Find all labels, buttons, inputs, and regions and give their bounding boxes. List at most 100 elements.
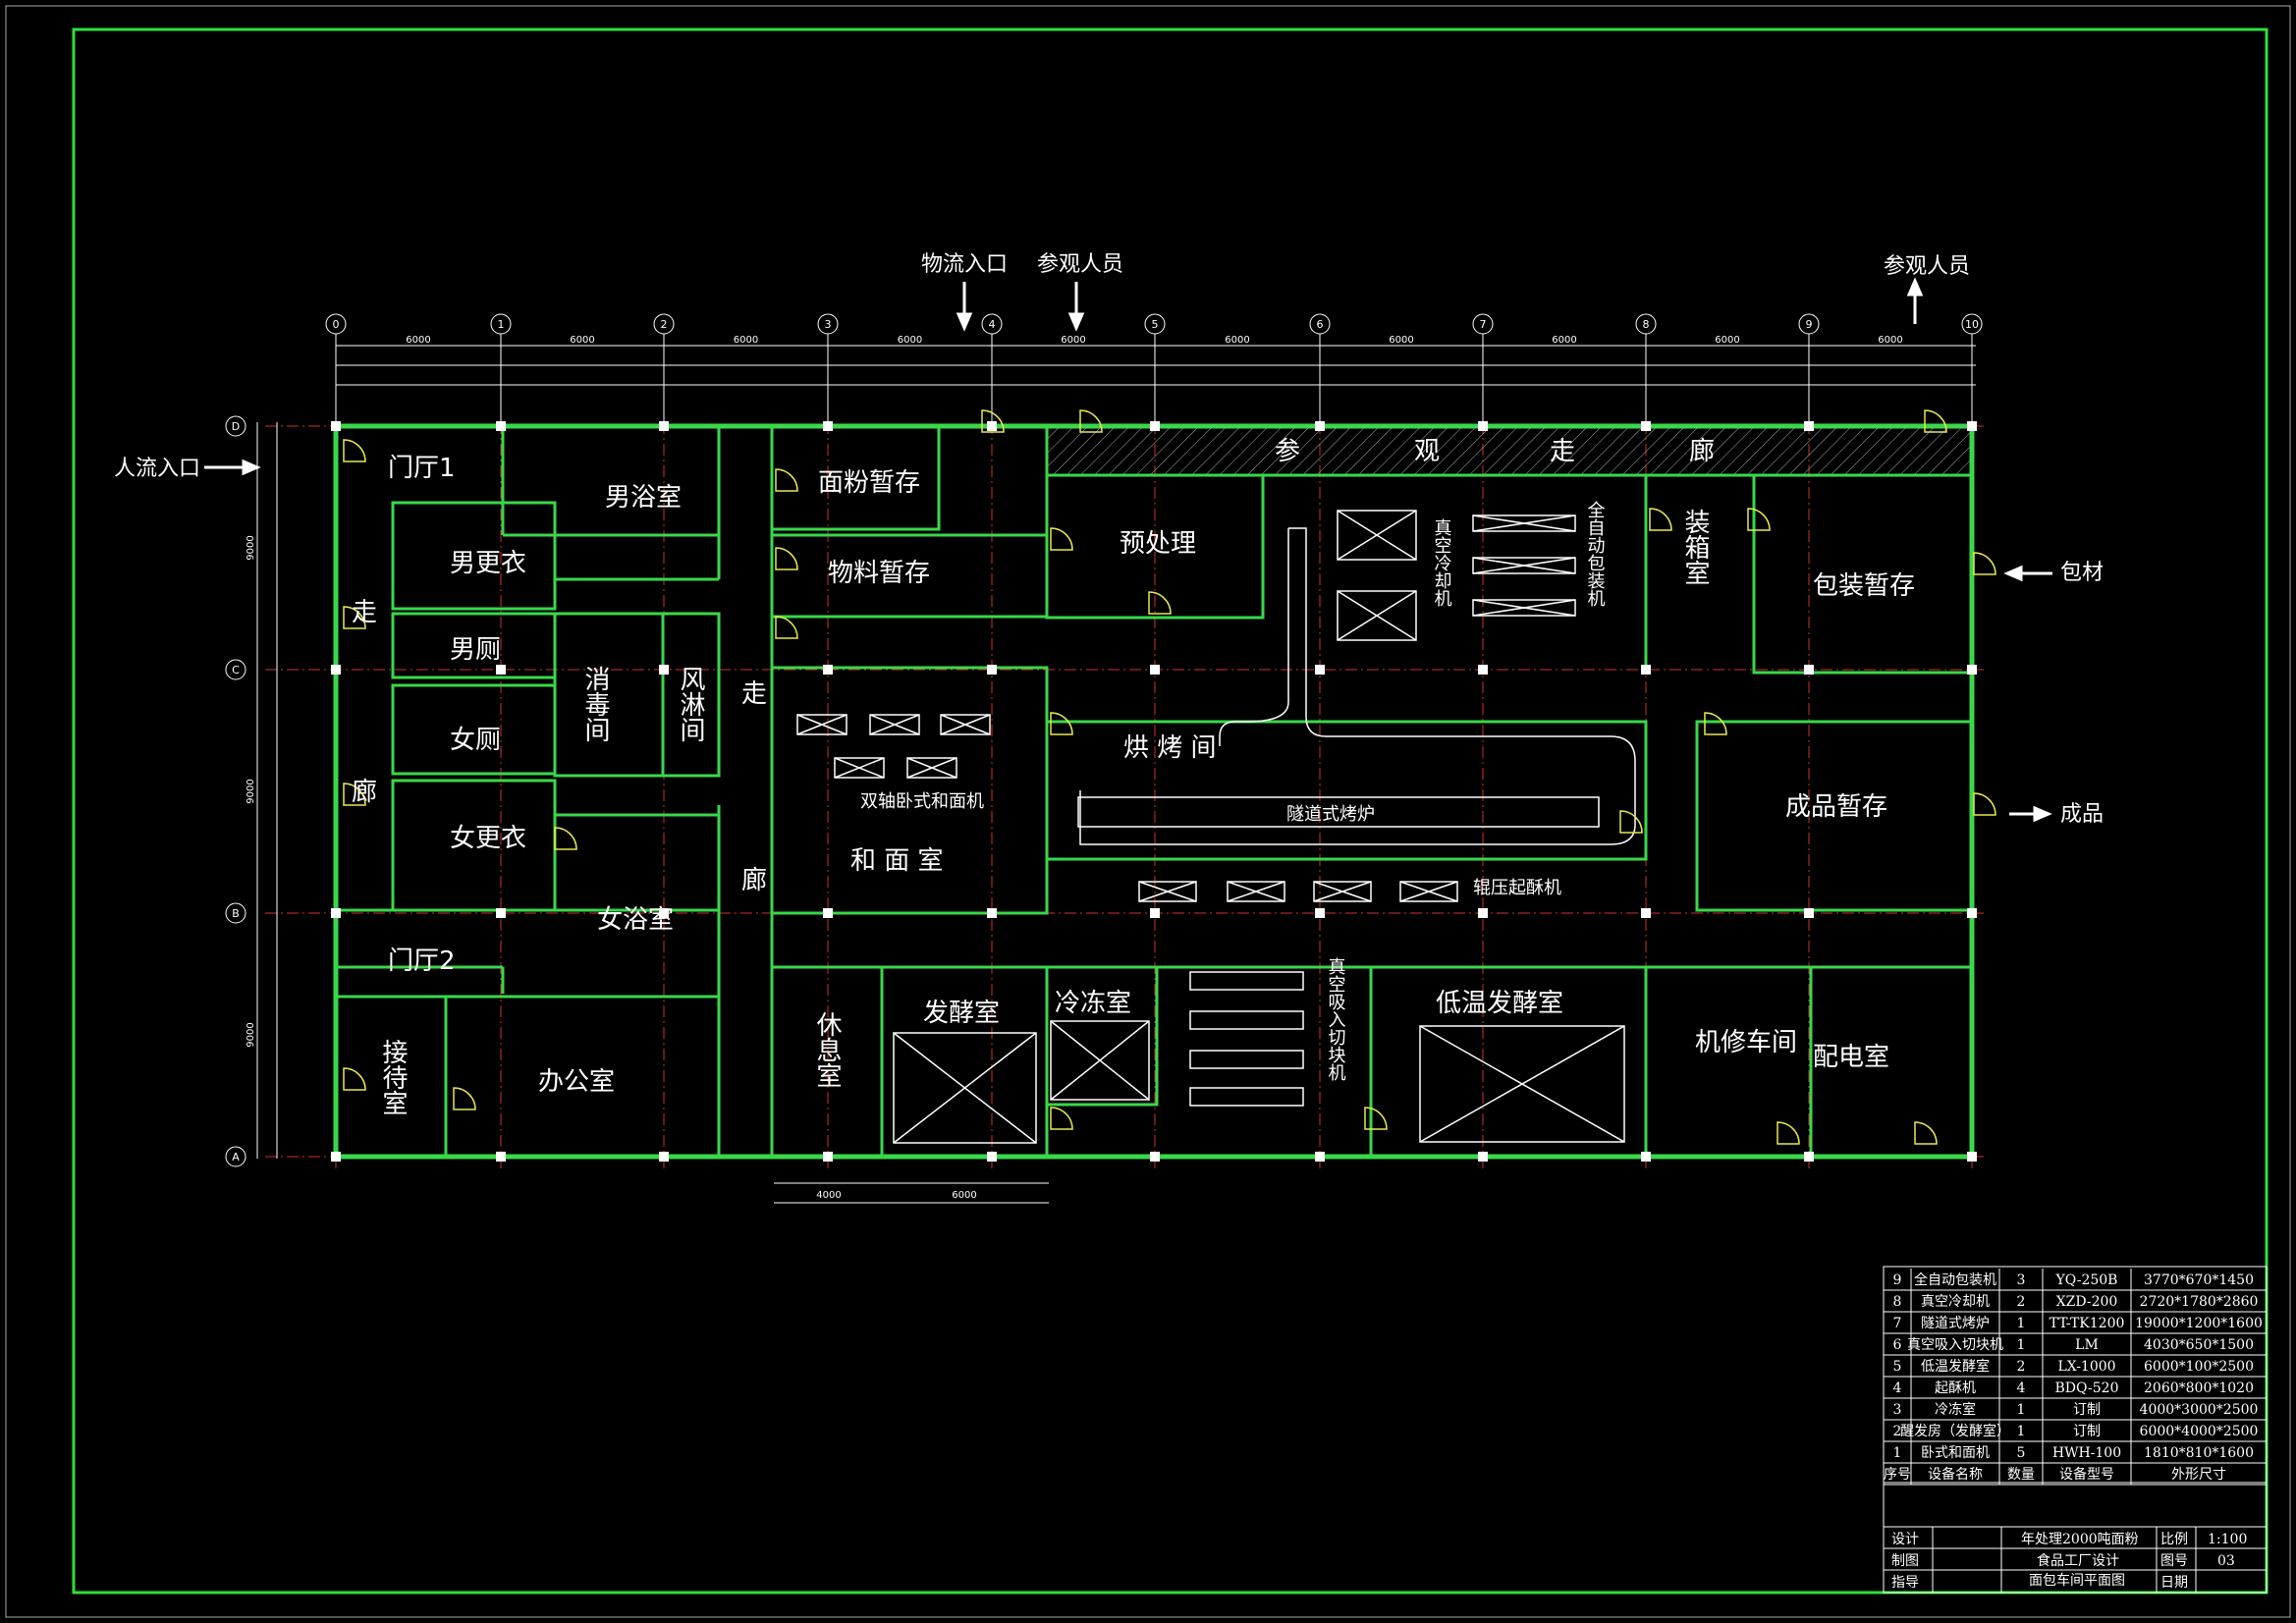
dim-top-span: 6000: [1715, 335, 1739, 346]
table-cell: 2: [1893, 1424, 1902, 1439]
dimension-lines: [256, 345, 1976, 1204]
table-cell: 醒发房（发酵室）: [1900, 1423, 2010, 1439]
label-low-ferment: 低温发酵室: [1436, 989, 1563, 1018]
label-power: 配电室: [1813, 1043, 1889, 1072]
label-men-hall: 门厅1: [388, 454, 456, 483]
label-men-bath: 男浴室: [605, 483, 682, 513]
table-cell: 6000*4000*2500: [2140, 1424, 2259, 1439]
door-swing: [1050, 1107, 1073, 1130]
tb-scale-label: 比例: [2160, 1532, 2188, 1547]
column: [1641, 665, 1651, 675]
door-swing: [1050, 712, 1073, 735]
column: [987, 908, 997, 918]
dim-top-span: 6000: [1061, 335, 1085, 346]
table-cell: 3: [2017, 1272, 2026, 1288]
door-swing: [1619, 810, 1643, 834]
door-swing: [1924, 409, 1947, 433]
room-labels: 门厅1 男浴室 男更衣 走 廊 男厕 女厕 消毒间 风淋间 走 廊 女更衣 女浴…: [352, 437, 1915, 1115]
column: [1150, 908, 1160, 918]
axis-col-label: 4: [989, 318, 996, 331]
label-corridor2-lang: 廊: [741, 866, 767, 895]
table-cell: HWH-100: [2052, 1445, 2121, 1461]
axis-col-label: 10: [1965, 318, 1979, 331]
sheet-border: [5, 5, 2291, 1618]
table-cell: 1: [2017, 1424, 2026, 1439]
tb-scale: 1:100: [2208, 1532, 2247, 1547]
column: [496, 1152, 506, 1162]
column: [1804, 665, 1814, 675]
doors: [343, 409, 1996, 1145]
column: [331, 1152, 341, 1162]
vacuum-cutter-units: [1189, 971, 1304, 1107]
column: [823, 908, 833, 918]
label-men-change: 男更衣: [450, 549, 526, 578]
table-cell: 6: [1893, 1337, 1902, 1353]
door-swing: [1079, 409, 1103, 433]
label-office: 办公室: [538, 1067, 615, 1097]
dim-top-span: 6000: [898, 335, 922, 346]
tb-date-label: 日期: [2160, 1575, 2188, 1591]
label-hall2: 门厅2: [388, 947, 456, 976]
door-swing: [1050, 527, 1073, 551]
tb-sheet-no-label: 图号: [2160, 1553, 2188, 1569]
label-product: 成品: [2060, 802, 2104, 827]
axis-col-label: 0: [333, 318, 340, 331]
door-swing: [343, 1067, 366, 1091]
column: [1641, 908, 1651, 918]
table-cell: 4030*650*1500: [2144, 1337, 2254, 1353]
axis-col-label: 8: [1643, 318, 1650, 331]
label-repair: 机修车间: [1695, 1028, 1797, 1057]
label-material-store: 物料暂存: [828, 559, 930, 588]
table-header-cell: 设备名称: [1928, 1466, 1983, 1483]
table-cell: 2060*800*1020: [2144, 1380, 2254, 1396]
auto-pack-units: [1472, 514, 1576, 617]
ferment-box: [893, 1032, 1037, 1144]
table-cell: 2: [2017, 1294, 2026, 1310]
table-cell: 1: [2017, 1337, 2026, 1353]
table-cell: 全自动包装机: [1914, 1271, 1996, 1288]
tb-draw: 制图: [1891, 1553, 1919, 1569]
dim-top-span: 6000: [1552, 335, 1576, 346]
axis-col-label: 5: [1152, 318, 1159, 331]
column: [1641, 1152, 1651, 1162]
dim-bottom: 4000: [816, 1190, 841, 1201]
dim-bottom: 6000: [952, 1190, 976, 1201]
label-women-change: 女更衣: [450, 824, 526, 853]
column: [1804, 421, 1814, 431]
tb-sheet-title: 面包车间平面图: [2029, 1572, 2125, 1589]
column: [496, 421, 506, 431]
door-swing: [1973, 552, 1996, 575]
walls: [333, 423, 1975, 1160]
dim-left-span: 9000: [246, 779, 256, 803]
table-cell: 真空吸入切块机: [1907, 1337, 2003, 1353]
column: [823, 1152, 833, 1162]
column: [659, 421, 669, 431]
table-header-cell: 外形尺寸: [2171, 1467, 2226, 1483]
tb-sheet-no: 03: [2217, 1553, 2235, 1569]
dim-top-span: 6000: [406, 335, 430, 346]
label-corridor-walk: 走: [352, 598, 377, 627]
label-tunnel-oven: 隧道式烤炉: [1286, 804, 1375, 825]
freeze-box: [1050, 1020, 1150, 1101]
door-swing: [1973, 792, 1996, 816]
table-cell: 4000*3000*2500: [2140, 1402, 2259, 1418]
door-swing: [1649, 508, 1672, 531]
dim-top-span: 6000: [734, 335, 758, 346]
column: [987, 421, 997, 431]
label-women-toilet: 女厕: [450, 726, 501, 755]
table-cell: 2720*1780*2860: [2140, 1294, 2259, 1310]
structural-columns: [331, 421, 1977, 1162]
table-cell: 4: [2017, 1380, 2026, 1396]
dim-top-span: 6000: [1389, 335, 1413, 346]
low-ferment-box: [1419, 1025, 1625, 1143]
label-visit-corridor-0: 参: [1275, 437, 1300, 466]
table-cell: 隧道式烤炉: [1921, 1316, 1990, 1331]
column: [1315, 1152, 1325, 1162]
table-cell: 6000*100*2500: [2144, 1359, 2254, 1375]
door-swing: [775, 547, 798, 570]
crisp-machines: [1138, 881, 1458, 902]
label-mixer-machine: 双轴卧式和面机: [860, 791, 984, 812]
table-cell: 8: [1893, 1294, 1902, 1310]
dim-left-span: 9000: [246, 535, 256, 560]
